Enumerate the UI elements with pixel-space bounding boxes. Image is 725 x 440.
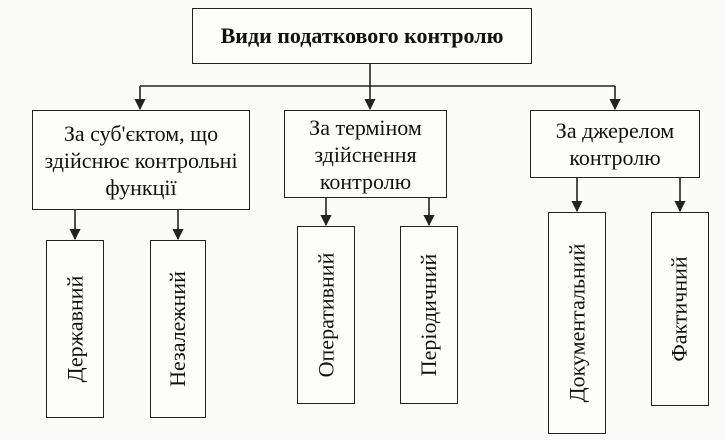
leaf-documentary: Документальний bbox=[548, 212, 606, 434]
leaf-label: Незалежний bbox=[165, 271, 190, 387]
leaf-label: Державний bbox=[62, 275, 87, 383]
root-node: Види податкового контролю bbox=[192, 8, 532, 64]
leaf-state: Державний bbox=[46, 240, 104, 418]
category-label: За джерелом контролю bbox=[555, 118, 675, 170]
root-label: Види податкового контролю bbox=[220, 23, 504, 48]
leaf-actual: Фактичний bbox=[651, 212, 709, 406]
leaf-label: Періодичний bbox=[416, 253, 442, 377]
category-label: За терміном здійснення контролю bbox=[309, 114, 422, 194]
category-label: За суб'єктом, що здійснює контрольні фун… bbox=[44, 120, 238, 200]
leaf-label: Документальний bbox=[564, 243, 590, 403]
leaf-periodic: Періодичний bbox=[400, 226, 458, 404]
leaf-label: Фактичний bbox=[667, 256, 693, 362]
leaf-operational: Оперативний bbox=[297, 226, 355, 404]
category-by-source: За джерелом контролю bbox=[530, 110, 700, 178]
leaf-label: Оперативний bbox=[313, 252, 338, 378]
leaf-independent: Незалежний bbox=[150, 240, 206, 418]
category-by-term: За терміном здійснення контролю bbox=[284, 110, 447, 198]
category-by-subject: За суб'єктом, що здійснює контрольні фун… bbox=[32, 110, 250, 210]
